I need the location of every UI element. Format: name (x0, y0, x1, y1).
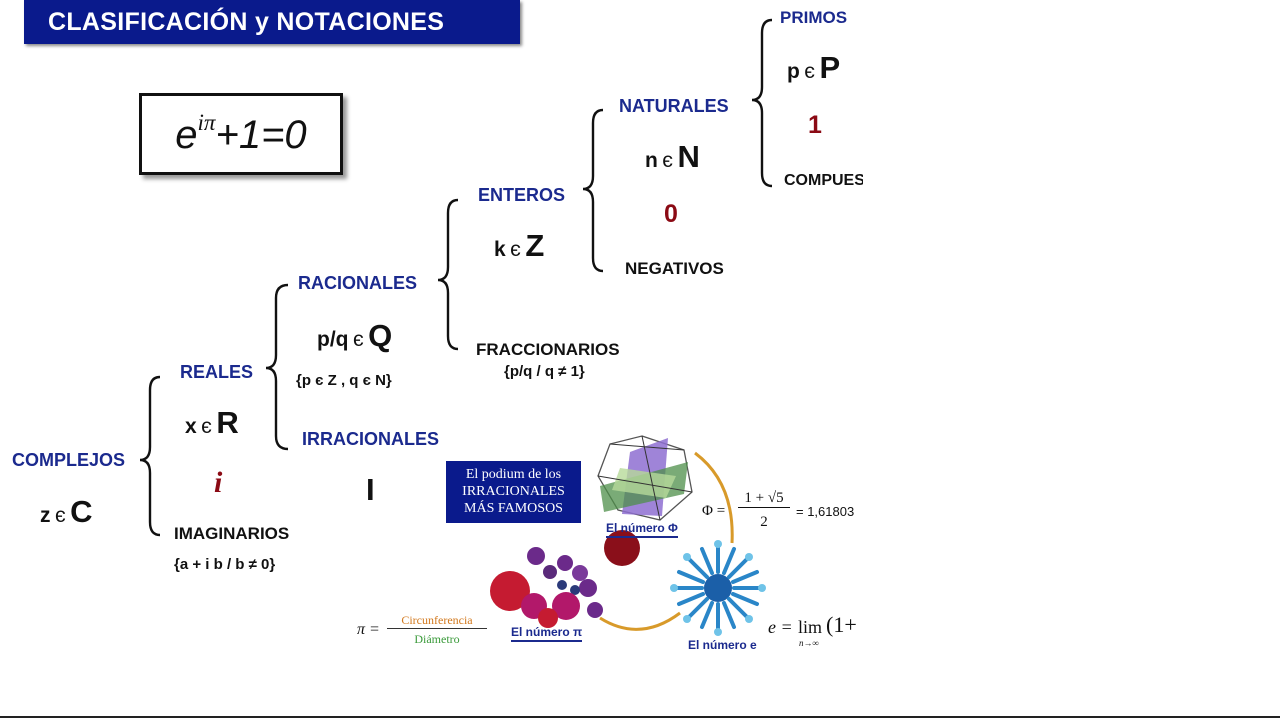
banner-line-3: MÁS FAMOSOS (464, 501, 563, 516)
icosahedron-icon (597, 435, 693, 521)
e-formula-sub: n→∞ (799, 638, 819, 648)
pi-formula-lhs: π = (357, 621, 380, 638)
caption-e: El número e (688, 638, 757, 651)
starburst-icon (670, 540, 766, 636)
notation-var: p/q (317, 328, 349, 351)
notation-set: P (819, 50, 841, 85)
euler-identity-box: eiπ+1=0 (139, 93, 343, 175)
label-negativos: NEGATIVOS (625, 259, 724, 278)
label-enteros: ENTEROS (478, 185, 566, 205)
euler-rest: +1=0 (215, 113, 307, 157)
condition-racionales: {p є Z , q є N} (296, 372, 392, 389)
podium-illustration (490, 435, 766, 636)
notation-set: Z (525, 228, 545, 263)
podium-banner: El podium de los IRRACIONALES MÁS FAMOSO… (446, 461, 581, 523)
bottom-divider (0, 716, 1280, 718)
notation-naturales: n є N (645, 139, 700, 175)
title-bar: CLASIFICACIÓN y NOTACIONES (24, 0, 520, 44)
phi-formula-denominator: 2 (760, 514, 768, 530)
notation-var: n (645, 149, 658, 172)
notation-irracionales: I (366, 472, 375, 507)
label-racionales: RACIONALES (298, 273, 418, 293)
notation-rel: є (201, 415, 212, 438)
e-formula-op: lim (798, 617, 823, 637)
banner-line-1: El podium de los (465, 467, 562, 482)
notation-set: C (70, 494, 93, 529)
notation-set: R (216, 405, 239, 440)
banner-line-2: IRRACIONALES (462, 484, 565, 499)
label-irracionales: IRRACIONALES (302, 429, 440, 449)
brace-complejos (139, 375, 161, 537)
notation-rel: є (352, 328, 364, 351)
label-fraccionarios: FRACCIONARIOS (476, 340, 620, 359)
notation-set: Q (368, 318, 393, 353)
brace-naturales (751, 18, 773, 188)
caption-phi: El número Φ (606, 521, 678, 538)
notation-reales: x є R (185, 405, 239, 441)
notation-set: N (677, 139, 700, 174)
label-naturales: NATURALES (619, 96, 729, 116)
zero-value: 0 (664, 200, 678, 228)
label-imaginarios: IMAGINARIOS (174, 524, 290, 543)
euler-exponent: iπ (197, 110, 216, 135)
label-primos: PRIMOS (780, 8, 848, 27)
euler-base: e (175, 113, 198, 157)
notation-racionales: p/q є Q (317, 318, 392, 354)
e-formula-lhs: e = (768, 617, 793, 637)
spheres-icon (490, 530, 640, 628)
e-formula-rest: (1+ (826, 612, 857, 637)
label-complejos: COMPLEJOS (12, 450, 126, 470)
arc-pi-e (599, 611, 681, 631)
notation-var: k (494, 238, 506, 261)
notation-complejos: z є C (40, 494, 93, 530)
notation-enteros: k є Z (494, 228, 544, 264)
phi-formula-lhs: Φ = (702, 503, 726, 519)
page-title: CLASIFICACIÓN y NOTACIONES (48, 7, 445, 36)
notation-rel: є (662, 149, 673, 172)
notation-var: p (787, 60, 800, 83)
euler-identity: eiπ+1=0 (175, 110, 306, 158)
imaginary-unit: i (214, 466, 223, 499)
brace-enteros (582, 108, 604, 273)
pi-formula-denominator: Diámetro (414, 632, 460, 646)
phi-formula-value: = 1,61803 (796, 504, 855, 519)
label-reales: REALES (180, 362, 254, 382)
arc-phi-e (694, 451, 734, 544)
label-compuestos: COMPUES (784, 172, 863, 189)
notation-primos: p є P (787, 50, 840, 86)
condition-imaginarios: {a + i b / b ≠ 0} (174, 556, 276, 573)
phi-formula-numerator: 1 + √5 (738, 490, 790, 508)
one-value: 1 (808, 111, 822, 139)
condition-fraccionarios: {p/q / q ≠ 1} (504, 363, 585, 380)
pi-formula-numerator: Circunferencia (387, 613, 487, 629)
notation-rel: є (54, 504, 66, 527)
caption-pi: El número π (511, 625, 583, 642)
notation-rel: є (510, 238, 521, 261)
notation-var: x (185, 415, 197, 438)
notation-var: z (40, 504, 51, 527)
brace-racionales (437, 198, 459, 351)
brace-reales (265, 283, 289, 451)
notation-rel: є (804, 60, 815, 83)
